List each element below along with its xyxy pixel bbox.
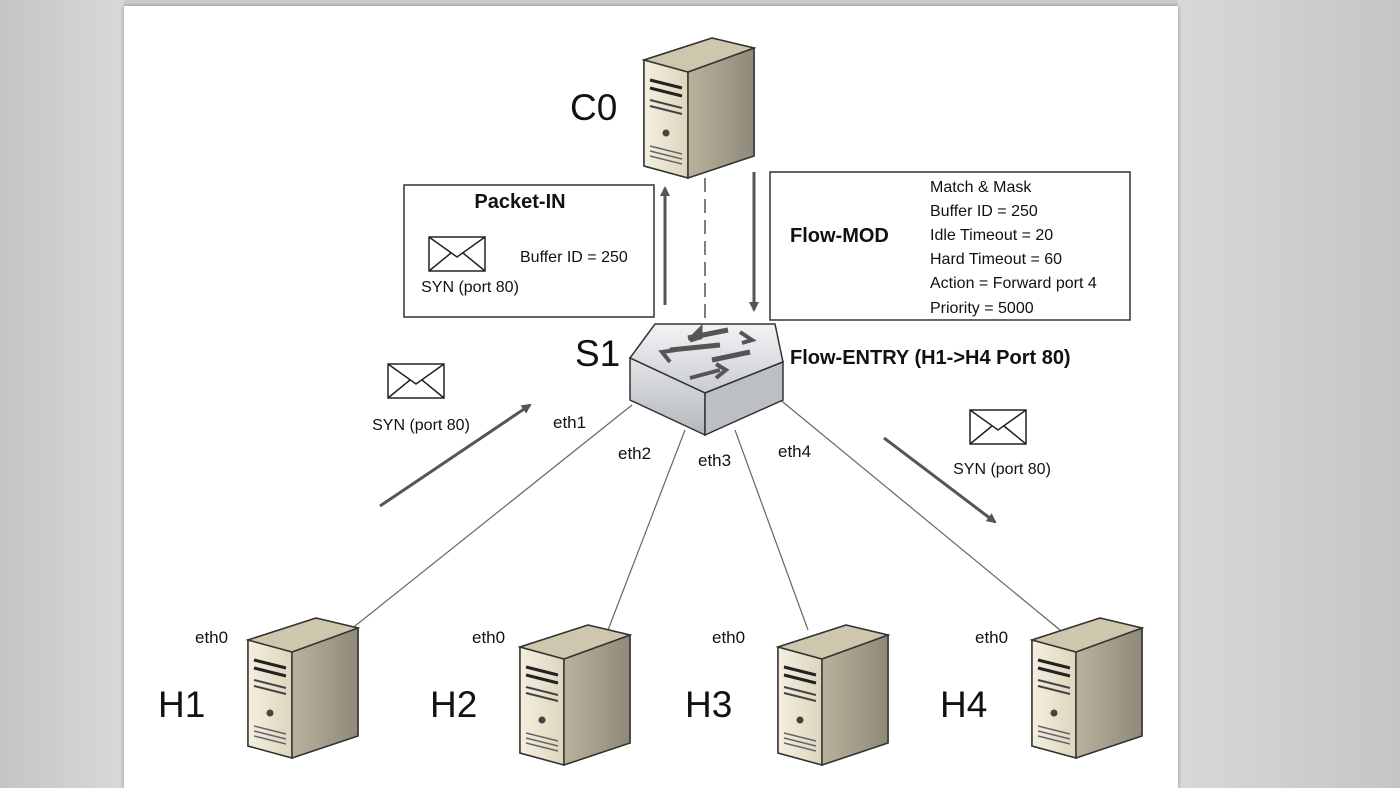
flow-mod-line: Priority = 5000 (930, 300, 1034, 317)
host-server-icon (1030, 616, 1144, 760)
host-port-label: eth0 (975, 628, 1008, 647)
packet-in-buffer: Buffer ID = 250 (520, 249, 628, 266)
port-label-eth2: eth2 (618, 444, 651, 463)
host-port-label: eth0 (712, 628, 745, 647)
host-label-h1: H1 (158, 684, 205, 725)
background-right (1178, 0, 1400, 788)
background-left (0, 0, 124, 788)
host-port-label: eth0 (195, 628, 228, 647)
link-s1-h4 (777, 397, 1061, 631)
switch-icon (628, 323, 784, 437)
flow-mod-line: Match & Mask (930, 179, 1032, 196)
envelope-icon (387, 363, 445, 399)
flow-mod-box (769, 171, 1131, 321)
link-s1-h3 (734, 429, 809, 631)
host-label-h3: H3 (685, 684, 732, 725)
controller-server-icon (642, 36, 756, 180)
syn-in-label: SYN (port 80) (372, 417, 470, 434)
port-label-eth3: eth3 (698, 451, 731, 470)
flow-mod-title: Flow-MOD (790, 225, 889, 247)
flow-mod-line: Idle Timeout = 20 (930, 227, 1053, 244)
link-s1-h1 (349, 404, 633, 631)
port-label-eth1: eth1 (553, 413, 586, 432)
flow-mod-line: Action = Forward port 4 (930, 275, 1097, 292)
syn-out-label: SYN (port 80) (953, 461, 1051, 478)
host-server-icon (246, 616, 360, 760)
packet-in-title: Packet-IN (474, 191, 565, 213)
host-port-label: eth0 (472, 628, 505, 647)
host-label-h2: H2 (430, 684, 477, 725)
flow-mod-line: Buffer ID = 250 (930, 203, 1038, 220)
link-s1-h2 (607, 429, 686, 631)
host-server-icon (518, 623, 632, 767)
switch-label: S1 (575, 333, 620, 374)
port-label-eth4: eth4 (778, 442, 811, 461)
syn-out-arrow (883, 436, 997, 524)
host-label-h4: H4 (940, 684, 987, 725)
syn-in-arrow (379, 403, 532, 508)
controller-label: C0 (570, 87, 617, 128)
envelope-icon (969, 409, 1027, 445)
flow-entry-label: Flow-ENTRY (H1->H4 Port 80) (790, 347, 1071, 369)
envelope-icon (428, 236, 486, 272)
host-server-icon (776, 623, 890, 767)
packet-in-envelope-label: SYN (port 80) (421, 279, 519, 296)
flow-mod-line: Hard Timeout = 60 (930, 251, 1062, 268)
